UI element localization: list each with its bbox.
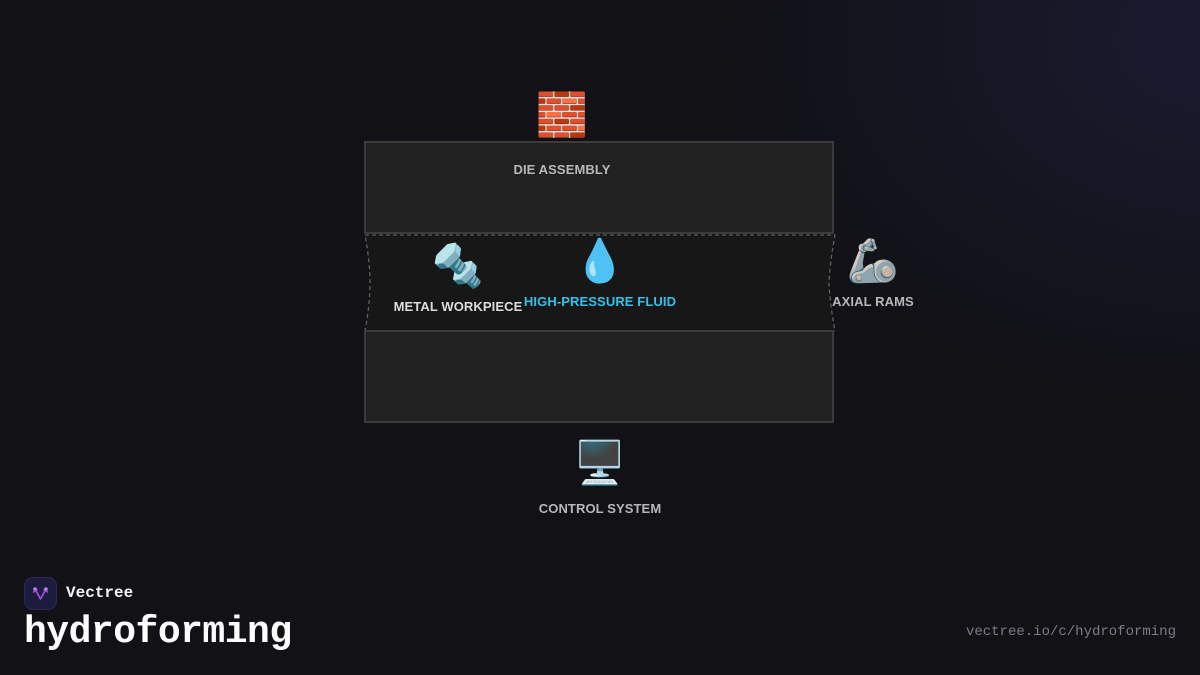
- cavity-outline: [364, 234, 836, 332]
- axial-rams-label: AXIAL RAMS: [832, 294, 914, 309]
- nut-and-bolt-icon: 🔩: [431, 241, 485, 290]
- die-upper-half: [364, 141, 834, 234]
- forming-cavity: [364, 234, 836, 332]
- die-assembly-label: DIE ASSEMBLY: [513, 162, 611, 177]
- die-lower-half: [364, 330, 834, 423]
- droplet-icon: 💧: [573, 236, 627, 285]
- vectree-logo-icon: [24, 577, 57, 610]
- page-title: hydroforming: [24, 611, 292, 654]
- page-url[interactable]: vectree.io/c/hydroforming: [965, 624, 1176, 640]
- high-pressure-fluid-label: HIGH-PRESSURE FLUID: [523, 294, 677, 309]
- vectree-logo-glyph: [32, 587, 49, 600]
- mechanical-arm-icon: 🦾: [846, 236, 900, 285]
- desktop-computer-icon: 🖥️: [573, 438, 627, 487]
- brand-name: Vectree: [66, 584, 134, 602]
- brick-icon: 🧱: [535, 90, 589, 139]
- control-system-label: CONTROL SYSTEM: [538, 501, 662, 516]
- metal-workpiece-label: METAL WORKPIECE: [393, 299, 523, 314]
